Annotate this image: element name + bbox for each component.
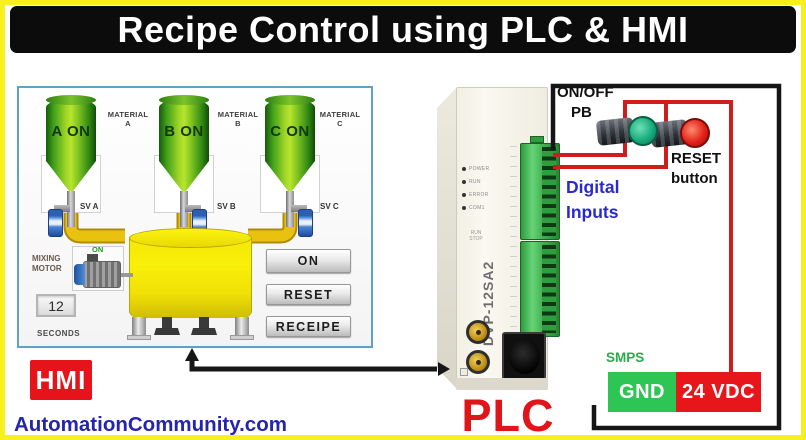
hmi-tag: HMI: [30, 360, 92, 400]
hopper-b-body: [159, 99, 209, 161]
digital-inputs-label-line1: Digital: [566, 177, 620, 197]
smps-label: SMPS: [606, 350, 645, 365]
led-dot: [462, 193, 466, 197]
mixing-tank-top: [129, 228, 252, 248]
reset-pushbutton[interactable]: [680, 118, 710, 148]
mixing-motor-end-cap: [74, 264, 85, 285]
mixing-motor-shaft: [121, 273, 133, 277]
red-wire-onoff: [553, 100, 733, 376]
plc-side-face: [437, 88, 456, 388]
solenoid-valve-c: [298, 209, 313, 237]
sv-a-label: SV A: [80, 202, 99, 211]
tank-leg: [132, 317, 146, 336]
hmi-receipe-button[interactable]: RECEIPE: [266, 316, 351, 337]
timer-unit-label: SECONDS: [37, 329, 81, 338]
hmi-plc-link: [185, 348, 450, 376]
plc-io-markings: [510, 146, 517, 382]
hopper-a-status: A ON: [51, 123, 91, 140]
led-dot: [462, 167, 466, 171]
hopper-a-outlet-pipe: [67, 191, 75, 227]
tank-leg-base: [230, 335, 254, 340]
hopper-a: A ON: [41, 95, 101, 237]
terminal-block-lower: [520, 241, 560, 337]
hopper-c-valve-tee: [291, 205, 307, 212]
tank-leg-base: [127, 335, 151, 340]
hopper-c-status: C ON: [270, 123, 310, 140]
hmi-screen: A ON MATERIAL A SV A B ON MATERIAL B SV …: [17, 86, 373, 348]
terminal-tab: [530, 136, 544, 143]
plc-tag: PLC: [461, 390, 555, 440]
hopper-a-valve-tee: [54, 205, 70, 212]
onoff-pushbutton[interactable]: [628, 116, 658, 146]
tank-foot: [199, 317, 209, 329]
solenoid-valve-a: [48, 209, 63, 237]
title-bar: Recipe Control using PLC & HMI: [10, 6, 796, 53]
analog-dial-knob[interactable]: [466, 350, 490, 374]
onoff-pb-label-line2: PB: [571, 104, 592, 121]
plc-logo-mark: [460, 368, 468, 376]
mixing-motor-label: MIXING MOTOR: [32, 254, 62, 273]
hopper-c: C ON: [260, 95, 320, 237]
run-stop-switch[interactable]: RUN STOP: [469, 230, 483, 242]
hopper-a-top: [46, 95, 96, 105]
plc-base-strip: [456, 378, 548, 390]
sv-c-label: SV C: [320, 202, 339, 211]
hopper-b: B ON: [154, 95, 214, 237]
mixing-motor: [83, 261, 121, 288]
smps-24vdc-terminal: 24 VDC: [676, 372, 761, 412]
comm-port: [502, 332, 546, 380]
hopper-c-body: [265, 99, 315, 161]
led-com: COM1: [462, 202, 485, 214]
website-text: AutomationCommunity.com: [14, 413, 287, 436]
reset-button-label-line1: RESET: [671, 150, 722, 167]
terminal-slots: [542, 245, 556, 333]
led-error: ERROR: [462, 189, 489, 201]
hopper-c-top: [265, 95, 315, 105]
led-power: POWER: [462, 163, 489, 175]
black-gnd-wire: [550, 83, 782, 431]
led-dot: [462, 180, 466, 184]
tank-foot-base: [191, 328, 217, 335]
material-c-label: MATERIAL C: [319, 110, 361, 128]
hopper-b-top: [159, 95, 209, 105]
analog-dial-knob[interactable]: [466, 320, 490, 344]
terminal-slots: [542, 147, 556, 236]
onoff-pb-label-line1: ON/OFF: [557, 84, 614, 101]
terminal-block-upper: [520, 143, 560, 240]
led-run: RUN: [462, 176, 481, 188]
hopper-c-outlet-pipe: [286, 191, 294, 227]
material-a-label: MATERIAL A: [107, 110, 149, 128]
smps-gnd-terminal: GND: [608, 372, 676, 412]
hopper-b-status: B ON: [164, 123, 204, 140]
timer-display: 12: [36, 294, 76, 317]
tank-foot-base: [154, 328, 180, 335]
reset-button-label-line2: button: [671, 170, 718, 187]
mixing-tank: [129, 237, 252, 318]
hopper-b-outlet-pipe: [180, 191, 188, 227]
led-dot: [462, 206, 466, 210]
material-b-label: MATERIAL B: [217, 110, 259, 128]
page-title: Recipe Control using PLC & HMI: [117, 8, 689, 50]
hopper-b-valve-tee: [185, 205, 201, 212]
sv-b-label: SV B: [217, 202, 236, 211]
tank-leg: [235, 317, 249, 336]
digital-inputs-label-line2: Inputs: [566, 202, 619, 222]
tank-foot: [162, 317, 172, 329]
mixing-motor-terminal-box: [87, 254, 98, 261]
mixing-motor-status: ON: [92, 245, 104, 254]
plc-unit: POWER RUN ERROR COM1 RUN STOP DVP-12SA2: [436, 84, 566, 396]
hmi-on-button[interactable]: ON: [266, 249, 351, 273]
hopper-a-body: [46, 99, 96, 161]
hmi-reset-button[interactable]: RESET: [266, 284, 351, 305]
